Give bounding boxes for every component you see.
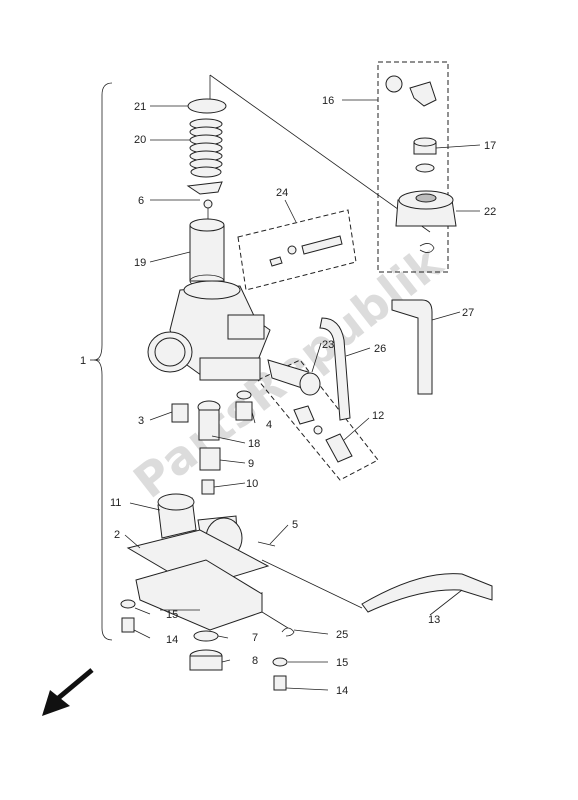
callout-4: 4 [266,419,272,431]
leader-line [209,74,431,233]
part-14-screw [273,675,287,691]
part-21-cap [187,98,227,114]
assembly-bracket [93,82,113,641]
part-5-pin [257,541,276,547]
callout-21: 21 [134,101,146,113]
part-26-hose [319,317,351,421]
part-4-jet [235,390,253,421]
part-19-throttle-valve [189,218,225,288]
callout-6: 6 [138,195,144,207]
callout-25: 25 [336,629,348,641]
part-15-washer [272,657,288,667]
part-12-jet-kit [293,405,353,463]
callout-17: 17 [484,140,496,152]
leader-line [261,592,289,629]
part-8-drain-plug [189,649,223,671]
callout-27: 27 [462,307,474,319]
part-25-clip [281,627,295,637]
callout-26: 26 [374,343,386,355]
kit-12-box [257,359,379,481]
part-14-screw [121,617,135,633]
callout-8: 8 [252,655,258,667]
carburetor-body [147,280,271,381]
callout-15-left: 15 [166,609,178,621]
leader-line [261,559,363,609]
kit-16-box [377,61,449,273]
callout-24: 24 [276,187,288,199]
callout-14-right: 14 [336,685,348,697]
part-24-screw-set [269,235,343,267]
callout-20: 20 [134,134,146,146]
callout-5: 5 [292,519,298,531]
part-13-hose [361,573,493,613]
callout-14-left: 14 [166,634,178,646]
part-16-fitting [385,75,437,107]
part-3-jet [171,403,189,423]
callout-7: 7 [252,632,258,644]
callout-22: 22 [484,206,496,218]
callout-11: 11 [110,497,121,509]
callout-19: 19 [134,257,146,269]
part-22-top-cap [395,190,457,227]
callout-1: 1 [80,355,86,367]
kit-24-box [237,209,357,291]
callout-12: 12 [372,410,384,422]
callout-16: 16 [322,95,334,107]
callout-9: 9 [248,458,254,470]
callout-labels: 1 2 3 4 5 6 7 8 9 10 11 12 13 14 14 15 1… [80,95,496,697]
arrow-down-left-icon [42,668,94,716]
callout-23: 23 [322,339,334,351]
part-18-needle-jet [197,400,221,441]
part-6-clip [203,199,213,209]
part-27-hose [391,299,433,395]
part-7-gasket [193,630,219,642]
part-20-spring [189,118,223,178]
callout-2: 2 [114,529,120,541]
callout-10: 10 [246,478,258,490]
part-9-jet-holder [199,447,221,471]
callout-leaders [90,99,481,691]
part-15-washer [120,599,136,609]
part-10-main-jet [201,479,215,495]
callout-15-right: 15 [336,657,348,669]
callout-13: 13 [428,614,440,626]
callout-3: 3 [138,415,144,427]
part-23-idle-screw [267,359,321,396]
part-clip [419,243,435,253]
part-17-nut [413,137,437,173]
part-6-plate [186,181,223,195]
callout-18: 18 [248,438,260,450]
